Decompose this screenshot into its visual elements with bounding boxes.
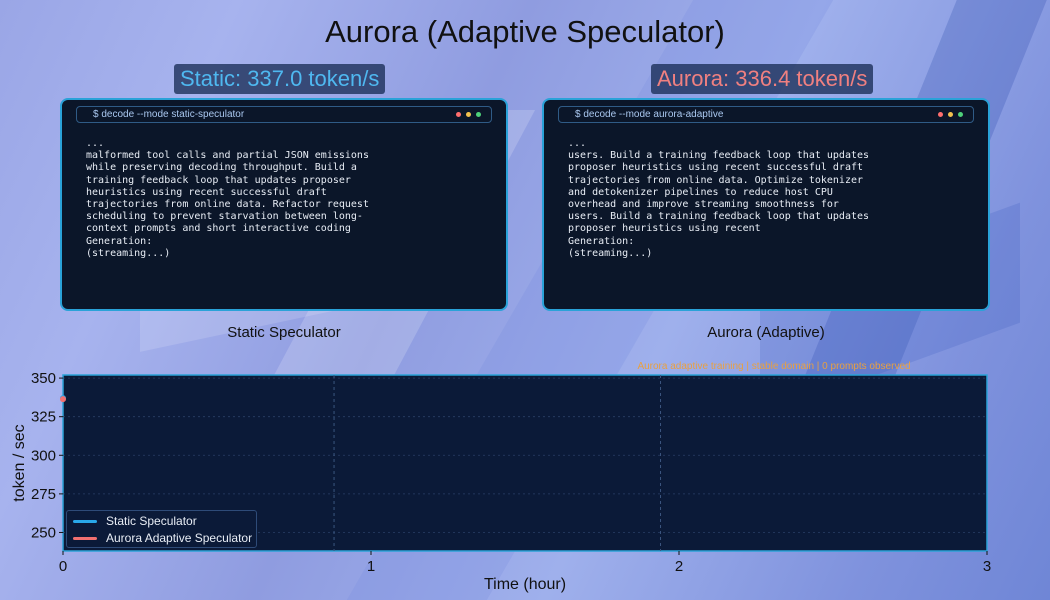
close-dot-icon[interactable] bbox=[938, 112, 943, 117]
y-tick-label: 275 bbox=[31, 486, 56, 503]
y-tick-label: 350 bbox=[31, 370, 56, 387]
y-axis-label: token / sec bbox=[11, 424, 28, 501]
series-point-aurora bbox=[60, 396, 66, 403]
static-panel-caption: Static Speculator bbox=[227, 324, 341, 341]
aurora-terminal-panel: $ decode --mode aurora-adaptive ... user… bbox=[542, 98, 990, 311]
x-tick-label: 0 bbox=[59, 558, 67, 575]
legend-item-static: Static Speculator bbox=[73, 513, 197, 529]
close-dot-icon[interactable] bbox=[456, 112, 461, 117]
y-tick-label: 325 bbox=[31, 409, 56, 426]
legend-item-aurora: Aurora Adaptive Speculator bbox=[73, 530, 252, 546]
terminal-header: $ decode --mode aurora-adaptive bbox=[558, 106, 974, 123]
terminal-output: ... malformed tool calls and partial JSO… bbox=[86, 138, 369, 259]
y-tick-label: 300 bbox=[31, 447, 56, 464]
x-tick-label: 3 bbox=[983, 558, 991, 575]
x-axis-label: Time (hour) bbox=[484, 576, 566, 593]
legend-label: Static Speculator bbox=[106, 514, 197, 528]
legend-swatch bbox=[73, 536, 97, 540]
maximize-dot-icon[interactable] bbox=[476, 112, 481, 117]
window-controls bbox=[938, 112, 963, 117]
maximize-dot-icon[interactable] bbox=[958, 112, 963, 117]
training-status-annotation: Aurora adaptive training | stable domain… bbox=[637, 361, 910, 372]
static-speed-badge: Static: 337.0 token/s bbox=[174, 64, 386, 94]
minimize-dot-icon[interactable] bbox=[948, 112, 953, 117]
legend-swatch bbox=[73, 519, 97, 523]
minimize-dot-icon[interactable] bbox=[466, 112, 471, 117]
legend-label: Aurora Adaptive Speculator bbox=[106, 531, 253, 545]
y-tick-label: 250 bbox=[31, 524, 56, 541]
terminal-header: $ decode --mode static-speculator bbox=[76, 106, 492, 123]
aurora-speed-badge: Aurora: 336.4 token/s bbox=[651, 64, 874, 94]
terminal-output: ... users. Build a training feedback loo… bbox=[568, 138, 870, 259]
chart-legend: Static Speculator Aurora Adaptive Specul… bbox=[66, 510, 257, 548]
x-tick-label: 2 bbox=[675, 558, 683, 575]
terminal-command: $ decode --mode static-speculator bbox=[93, 109, 245, 120]
window-controls bbox=[456, 112, 481, 117]
aurora-panel-caption: Aurora (Adaptive) bbox=[707, 324, 825, 341]
x-tick-label: 1 bbox=[367, 558, 375, 575]
static-terminal-panel: $ decode --mode static-speculator ... ma… bbox=[60, 98, 508, 311]
terminal-command: $ decode --mode aurora-adaptive bbox=[575, 109, 724, 120]
page-title: Aurora (Adaptive Speculator) bbox=[325, 14, 725, 49]
